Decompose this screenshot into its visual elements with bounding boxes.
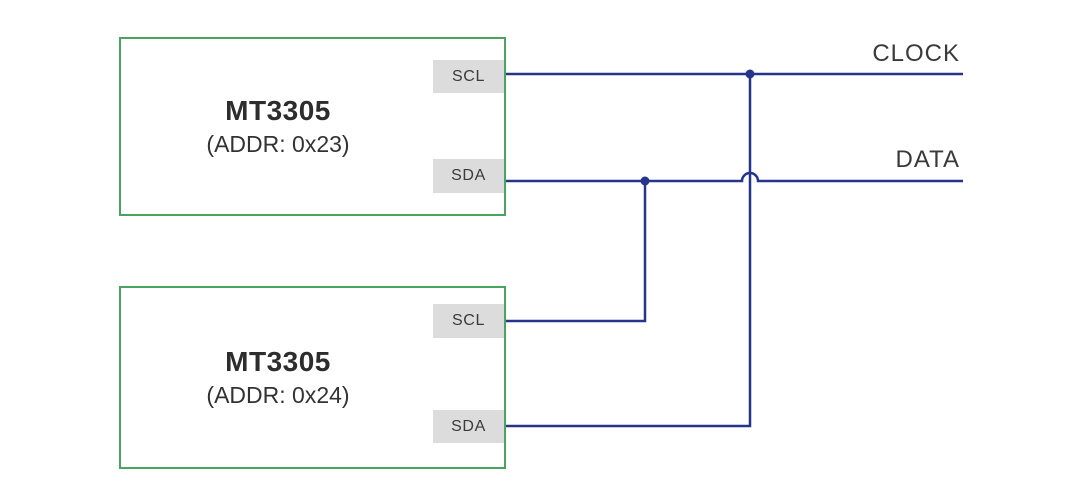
clock-junction-dot <box>745 69 755 79</box>
pin-label-scl: SCL <box>452 67 485 85</box>
pin-label-scl: SCL <box>452 312 485 329</box>
chip-address: (ADDR: 0x23) <box>206 131 350 157</box>
net-label-clock: CLOCK <box>872 40 960 67</box>
chip2-scl-wire <box>506 181 647 323</box>
chip1-scl-pin: SCL <box>433 60 504 93</box>
chip2-scl-pin: SCL <box>433 304 504 338</box>
chip-text-block: MT3305 (ADDR: 0x23) <box>121 39 435 214</box>
chip1-sda-pin: SDA <box>433 159 504 193</box>
chip2-sda-pin: SDA <box>433 410 504 443</box>
chip2-sda-wire <box>506 74 752 428</box>
data-junction-dot <box>640 176 650 186</box>
data-wire-with-hop <box>506 171 963 183</box>
pin-label-sda: SDA <box>451 417 486 435</box>
chip-text-block: MT3305 (ADDR: 0x24) <box>121 288 435 467</box>
chip-name: MT3305 <box>225 95 331 126</box>
chip-address: (ADDR: 0x24) <box>206 382 350 408</box>
chip-name: MT3305 <box>225 346 331 377</box>
net-label-data: DATA <box>895 146 960 173</box>
pin-label-sda: SDA <box>451 167 486 184</box>
